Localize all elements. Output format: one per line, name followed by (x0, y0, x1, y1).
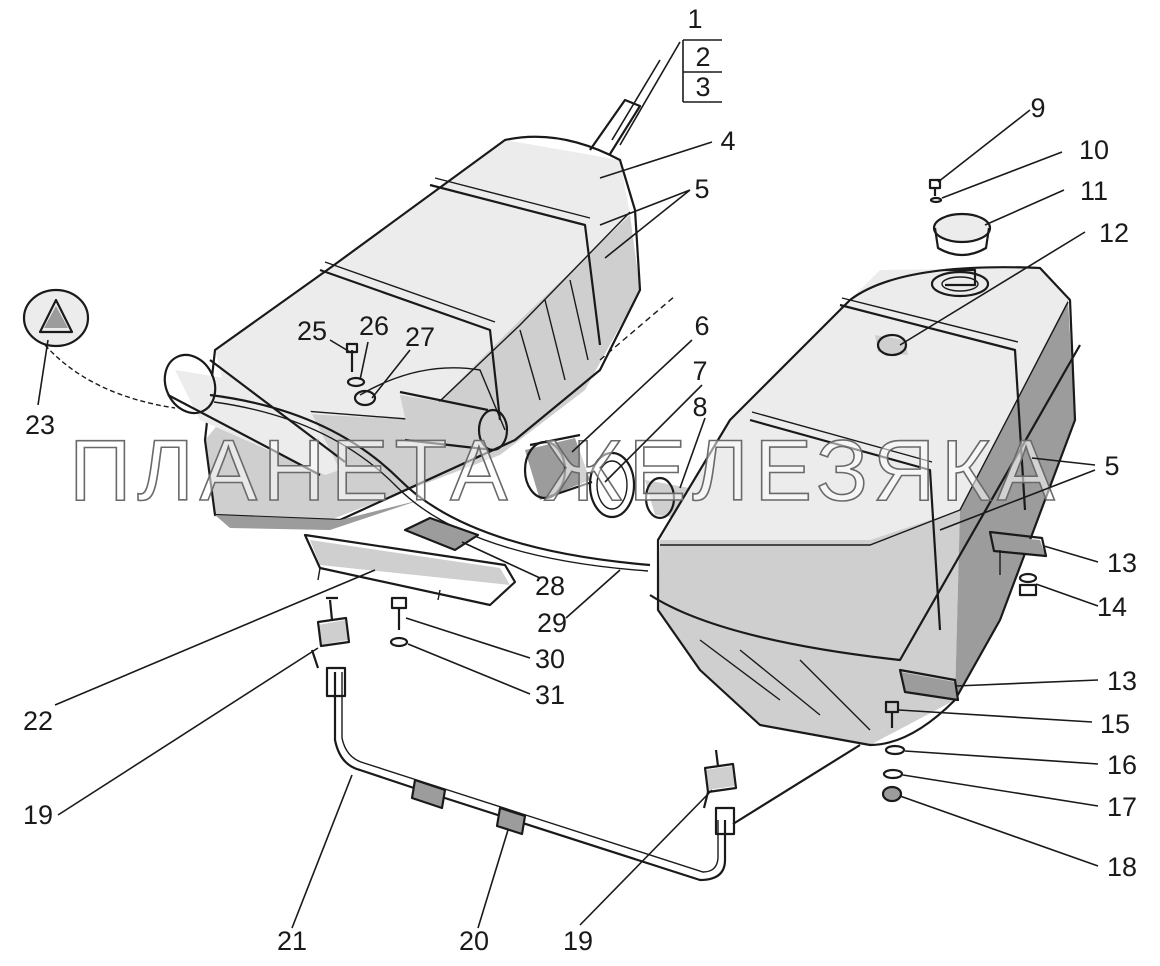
callout-30: 30 (535, 644, 565, 674)
callout-25: 25 (297, 316, 327, 346)
filler-cap-11 (932, 212, 992, 257)
screw-9-10 (928, 178, 943, 204)
callout-10: 10 (1079, 135, 1109, 165)
leader-lines (37, 39, 1099, 929)
callout-7: 7 (692, 356, 707, 386)
clamp-7 (588, 451, 636, 519)
hose-29 (209, 393, 651, 567)
connector-6 (523, 433, 593, 500)
callout-23: 23 (25, 410, 55, 440)
callout-22: 22 (23, 706, 53, 736)
callout-1: 1 (687, 4, 702, 34)
bolt-30 (389, 596, 409, 648)
callout-3: 3 (695, 72, 710, 102)
callout-19-right: 19 (563, 926, 593, 956)
support-bracket-22 (303, 533, 517, 607)
callout-13-upper: 13 (1107, 548, 1137, 578)
callout-5-left: 5 (694, 174, 709, 204)
callout-27: 27 (405, 322, 435, 352)
watermark: ПЛАНЕТА ЖЕЛЕЗЯКА (69, 423, 1060, 519)
tap-19-left (310, 596, 351, 669)
callout-16: 16 (1107, 750, 1137, 780)
callout-9: 9 (1030, 93, 1045, 123)
callout-17: 17 (1107, 792, 1137, 822)
arrow-guide (599, 295, 676, 361)
callout-6: 6 (694, 311, 709, 341)
callout-19-left: 19 (23, 800, 53, 830)
callout-31: 31 (535, 680, 565, 710)
callout-18: 18 (1107, 852, 1137, 882)
callout-11: 11 (1080, 176, 1108, 206)
callout-2: 2 (695, 42, 710, 72)
filler-ring-12 (930, 268, 990, 298)
callout-20: 20 (459, 926, 489, 956)
nut-14 (1018, 572, 1038, 597)
callout-28: 28 (535, 571, 565, 601)
nut-18 (881, 785, 903, 803)
bracket-13-upper (988, 530, 1048, 575)
filler-cap-23 (22, 288, 176, 409)
callout-8: 8 (692, 392, 707, 422)
callout-21: 21 (277, 926, 307, 956)
callout-14: 14 (1097, 592, 1127, 622)
callout-29: 29 (537, 608, 567, 638)
callout-15: 15 (1100, 709, 1130, 739)
callout-4: 4 (720, 126, 735, 156)
balance-pipe (325, 666, 861, 882)
callout-labels: 1 2 3 4 5 5 6 7 8 9 10 11 12 13 13 14 15… (23, 4, 1137, 956)
bolt-25-26 (345, 342, 377, 407)
right-fuel-tank (649, 266, 1081, 747)
callout-12: 12 (1099, 218, 1129, 248)
left-fuel-tank (163, 98, 642, 530)
washer-16 (884, 744, 906, 756)
bracket-13-lower (898, 668, 960, 702)
tap-19-right (702, 749, 738, 809)
callout-26: 26 (359, 311, 389, 341)
bolt-15 (884, 700, 900, 728)
callout-5-right: 5 (1104, 451, 1119, 481)
pad-28 (403, 516, 480, 552)
callout-13-lower: 13 (1107, 666, 1137, 696)
washer-17 (882, 768, 904, 780)
